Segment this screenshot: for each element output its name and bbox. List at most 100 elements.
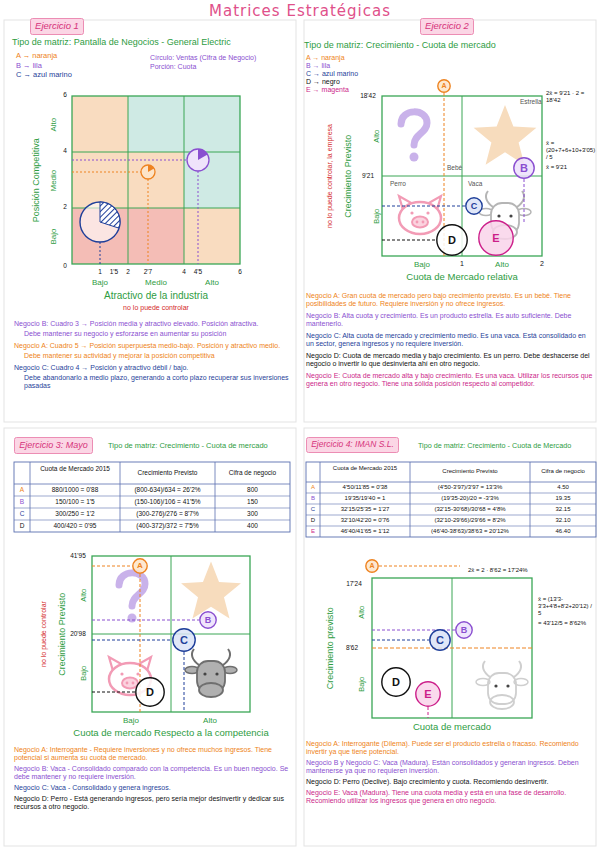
guide-line (92, 566, 132, 567)
table-cell: 300 (216, 510, 289, 517)
bubble-outline (173, 629, 195, 651)
sales-circle (141, 165, 155, 179)
bubble-outline (456, 622, 472, 638)
axis-note: no lo puede controlar (76, 304, 236, 312)
table-rule (14, 484, 290, 485)
matrix-grid (92, 634, 250, 635)
share-slice (198, 149, 208, 160)
axis-title: Crecimiento Previsto (343, 135, 353, 218)
row-letter: C (15, 510, 29, 517)
matrix-cell (128, 96, 184, 152)
row-letter: A (15, 486, 29, 493)
business-bubble: C (172, 628, 196, 652)
tick-value: 18'42 (356, 92, 380, 99)
table-cell: 400/420 = 0'95 (31, 522, 119, 529)
tick-value: 4 (59, 147, 71, 154)
matrix-type: Tipo de matriz: Pantalla de Negocios - G… (12, 37, 297, 47)
guide-line (184, 652, 185, 712)
business-bubble: D (436, 224, 468, 256)
exercise-title: Ejercicio 2 (425, 21, 469, 32)
tick-value: 41'95 (67, 552, 89, 559)
bubble-outline (479, 221, 513, 255)
bubble-outline (514, 158, 534, 178)
axis-level: Alto (358, 605, 367, 618)
color-key: A → naranja (306, 54, 396, 62)
analysis-text: Negocio A: Gran cuota de mercado pero ba… (306, 292, 594, 308)
table-cell: (300-276)/276 = 8'7% (121, 510, 214, 517)
axis-note: no lo puede controlar, la empresa (326, 124, 334, 228)
table-cell: 4'50/11'85 = 0'38 (321, 484, 409, 491)
table-rule (14, 496, 290, 497)
table-rule (14, 508, 290, 509)
analysis-text: Negocio D: Perro - Está generando ingres… (14, 795, 296, 811)
table-header: Crecimiento Previsto (123, 469, 213, 476)
bubble-outline (437, 225, 467, 255)
tick-value: 2 (59, 203, 71, 210)
quadrant-name: Perro (390, 180, 420, 187)
row-letter: B (306, 495, 320, 502)
quadrant-frame (304, 428, 596, 846)
matrix-type: Tipo de matriz: Crecimiento - Cuota de m… (304, 40, 594, 50)
row-letter: A (306, 484, 320, 491)
color-key: B → lila (306, 62, 396, 70)
tick-value: 17'24 (343, 580, 365, 587)
business-bubble: E (415, 681, 441, 707)
guide-line (92, 620, 199, 621)
guide-line (428, 707, 429, 718)
table-frame (306, 462, 596, 537)
axis-title: Crecimiento previsto (325, 607, 335, 689)
table-cell: 32'10/42'20 = 0'76 (321, 517, 409, 524)
table-cell: (19'35-20)/20 = -3'3% (411, 495, 529, 502)
bubble-outline (133, 559, 147, 573)
guide-line (72, 172, 141, 173)
quadrant-name: Vaca (468, 180, 498, 187)
quadrant-frame (4, 20, 296, 422)
star (181, 562, 241, 619)
row-letter: B (15, 498, 29, 505)
table-rule (306, 504, 596, 505)
bubble-outline (200, 612, 216, 628)
business-bubble: C (465, 197, 483, 215)
table-cell: 150 (216, 498, 289, 505)
table-rule (120, 462, 121, 532)
pig (399, 196, 441, 234)
analysis-heading: Negocio B: Cuadro 3 → Posición media y a… (14, 320, 296, 328)
business-bubble: A (437, 79, 451, 93)
analysis-text: Negocio C: Vaca - Consolidado y genera i… (14, 784, 296, 792)
business-bubble: C (429, 629, 451, 651)
share-slice (148, 165, 154, 172)
analysis-text: Negocio B: Vaca - Consolidado comparado … (14, 765, 296, 781)
matrix-grid (72, 152, 240, 153)
business-bubble: A (132, 558, 148, 574)
business-letter: D (392, 676, 400, 689)
guide-line (148, 179, 149, 264)
axis-level: Alto (190, 716, 230, 725)
cow (185, 649, 237, 697)
bubble-outline (416, 682, 440, 706)
analysis-text: Negocio C: Alta cuota de mercado y creci… (306, 332, 594, 348)
axis-title: Cuota de Mercado relativa (362, 272, 562, 283)
bubble-outline (366, 560, 378, 572)
tag-box (15, 438, 93, 454)
question-mark (401, 112, 427, 162)
tick-value: 6 (59, 91, 71, 98)
color-key: C → azul marino (306, 70, 396, 78)
question-mark (119, 573, 145, 623)
axis-level: Alto (192, 278, 232, 287)
color-key: D → negro (306, 78, 396, 86)
key-note: Porción: Cuota (150, 63, 295, 71)
tag-box (31, 19, 84, 35)
business-bubble: B (199, 611, 217, 629)
share-slice (100, 202, 120, 228)
tick-value: 2 (120, 268, 136, 275)
sales-circle (80, 202, 120, 242)
color-key: B → lila (16, 62, 116, 71)
table-header: Cuota de Mercado 2015 (32, 465, 118, 472)
formula: 2x̄ = 9'21 · 2 = 18'42 (546, 90, 598, 104)
table-rule (215, 462, 216, 532)
analysis-text: Negocio D: Perro (Declive). Bajo crecimi… (306, 778, 596, 786)
business-letter: B (520, 162, 528, 175)
guide-line (382, 206, 465, 207)
tick-value: 4 (176, 268, 192, 275)
row-letter: D (306, 517, 320, 524)
